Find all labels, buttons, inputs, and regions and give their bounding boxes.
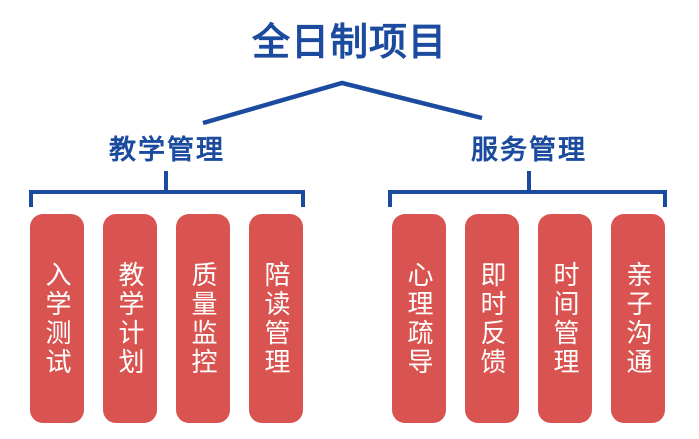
pill-item: 亲子沟通 [611, 214, 665, 423]
pill-item: 即时反馈 [465, 214, 519, 423]
pill-item: 入学测试 [30, 214, 84, 423]
page-title: 全日制项目 [251, 22, 447, 64]
pill-label: 陪读管理 [261, 260, 291, 377]
branch-label-service: 服务管理 [471, 135, 587, 165]
pill-label: 入学测试 [42, 260, 72, 377]
service-pill-group: 心理疏导 即时反馈 时间管理 亲子沟通 [392, 214, 665, 423]
branch-label-teaching: 教学管理 [109, 135, 225, 165]
service-bracket-connector [388, 171, 667, 207]
teaching-bracket-connector [29, 171, 305, 207]
pill-label: 时间管理 [550, 260, 580, 377]
pill-item: 教学计划 [103, 214, 157, 423]
teaching-pill-group: 入学测试 教学计划 质量监控 陪读管理 [30, 214, 303, 423]
root-connector [202, 80, 483, 126]
pill-label: 亲子沟通 [623, 260, 653, 377]
pill-item: 心理疏导 [392, 214, 446, 423]
pill-label: 心理疏导 [404, 260, 434, 377]
pill-label: 即时反馈 [477, 260, 507, 377]
pill-item: 时间管理 [538, 214, 592, 423]
pill-item: 陪读管理 [249, 214, 303, 423]
pill-item: 质量监控 [176, 214, 230, 423]
pill-label: 教学计划 [115, 260, 145, 377]
pill-label: 质量监控 [188, 260, 218, 377]
